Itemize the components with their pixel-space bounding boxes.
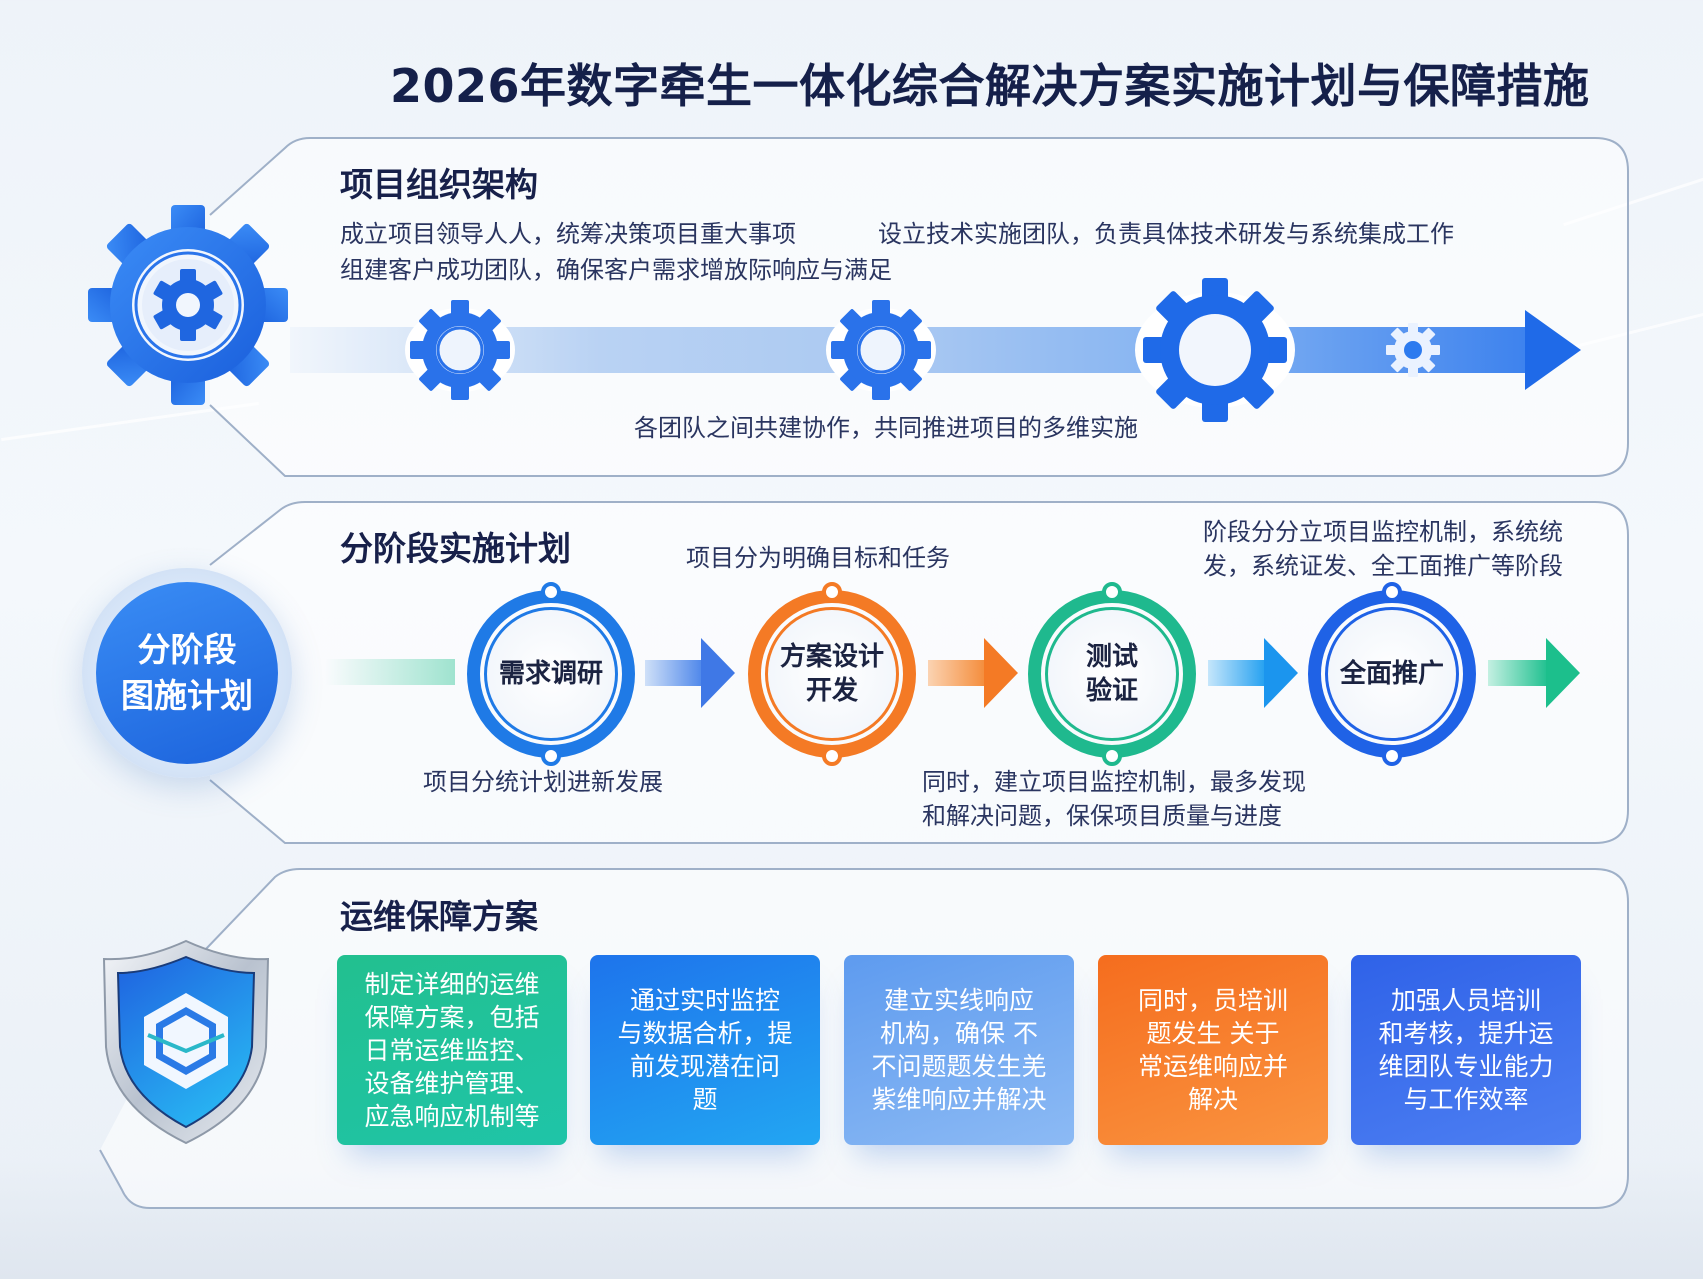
stage-label: 开发 [805,676,858,706]
phase-note-bottom-right-2: 和解决问题，保保项目质量与进度 [922,802,1282,830]
phase-hub-line2: 图施计划 [121,676,253,715]
phase-note-top-right-1: 阶段分分立项目监控机制，系统统 [1203,518,1563,546]
phase-hub-line1: 分阶段 [137,630,237,669]
ops-card-monitoring: 通过实时监控 与数据合析，提 前发现潜在问 题 [590,955,820,1145]
ops-card-text: 制定详细的运维 保障方案，包括 日常运维监控、 设备维护管理、 应急响应机制等 [364,969,540,1131]
stage-testing: 测试 验证 [1028,582,1196,766]
phase-lead-in-bar [325,659,455,685]
gear-icon [88,205,288,405]
ops-card-response: 建立实线响应 机构，确保 不 不问题题发生羌 紫维响应并解决 [844,955,1074,1145]
stage-arrow-3 [1208,638,1298,708]
stage-label: 测试 [1085,642,1138,672]
gear-icon [826,300,936,400]
ops-card-text: 同时，员培训 题发生 关于 常运维响应并 解决 [1137,986,1288,1114]
stage-design-dev: 方案设计 开发 [748,582,916,766]
phase-note-top-right-2: 发，系统证发、全工面推广等阶段 [1203,552,1563,580]
org-note-customer-team: 组建客户成功团队，确保客户需求增放际响应与满足 [340,256,892,284]
background-light-streak [1,401,259,442]
background-light-streak [1561,311,1703,352]
stage-rollout: 全面推广 [1308,582,1476,766]
ops-card-plan: 制定详细的运维 保障方案，包括 日常运维监控、 设备维护管理、 应急响应机制等 [337,955,567,1145]
ops-card-text: 加强人员培训 和考核，提升运 维团队专业能力 与工作效率 [1378,986,1554,1114]
gear-icon [1386,323,1440,377]
stage-arrow-4 [1488,638,1583,708]
section-title-org: 项目组织架构 [340,165,538,204]
phase-hub: 分阶段 图施计划 [82,568,292,778]
section-title-phases: 分阶段实施计划 [340,529,571,568]
stage-label: 全面推广 [1339,659,1444,689]
ops-card-training: 加强人员培训 和考核，提升运 维团队专业能力 与工作效率 [1351,955,1581,1145]
stage-requirements: 需求调研 [467,582,635,766]
org-flow-arrow-head [1525,310,1581,390]
stage-label: 验证 [1085,676,1138,706]
background-floor [0,1159,1703,1279]
gear-icon [405,300,515,400]
stage-arrow-2 [928,638,1018,708]
phase-note-bottom-right-1: 同时，建立项目监控机制，最多发现 [922,768,1306,796]
phase-note-bottom-left: 项目分统计划进新发展 [423,768,663,796]
gear-icon [1135,278,1295,422]
shield-icon [102,939,270,1145]
ops-card-training-response: 同时，员培训 题发生 关于 常运维响应并 解决 [1098,955,1328,1145]
stage-label: 需求调研 [498,659,603,689]
ops-card-text: 建立实线响应 机构，确保 不 不问题题发生羌 紫维响应并解决 [871,986,1047,1114]
org-note-leader: 成立项目领导人人，统筹决策项目重大事项 [340,220,796,248]
org-note-tech-team: 设立技术实施团队，负责具体技术研发与系统集成工作 [878,220,1454,248]
org-caption: 各团队之间共建协作，共同推进项目的多维实施 [634,414,1138,442]
stage-arrow-1 [645,638,735,708]
phase-note-top-mid: 项目分为明确目标和任务 [686,544,950,572]
stage-label: 方案设计 [779,642,884,672]
ops-card-text: 通过实时监控 与数据合析，提 前发现潜在问 题 [617,986,793,1114]
background-light-streak [1563,176,1703,227]
page-title: 2026年数字牵生一体化综合解决方案实施计划与保障措施 [390,59,1590,113]
section-title-ops: 运维保障方案 [340,897,538,936]
